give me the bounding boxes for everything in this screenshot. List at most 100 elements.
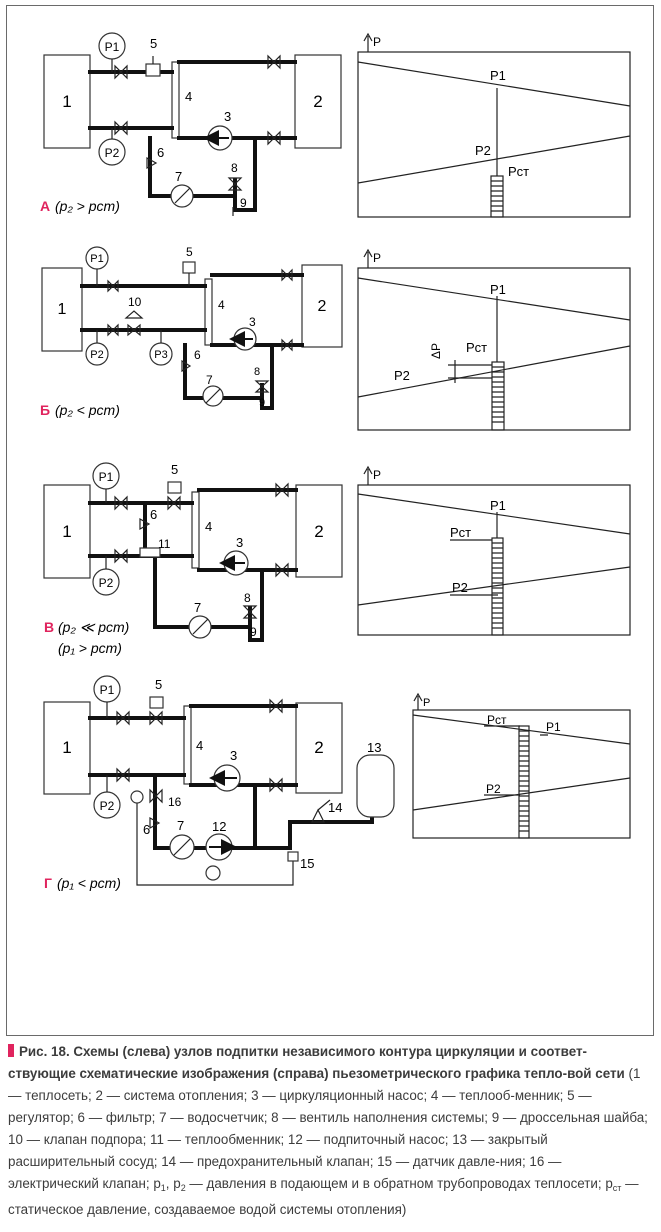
control-line-g [136, 798, 294, 886]
heat-exchanger-label-g: 4 [196, 738, 203, 753]
heat-network-box-v [43, 484, 91, 579]
heat-exchanger-label-b: 4 [218, 298, 225, 312]
heating-system-label: 2 [313, 92, 322, 111]
graph-b-axis [363, 248, 373, 268]
pump-label: 3 [224, 109, 231, 124]
shutoff-valve-icons [114, 54, 281, 146]
graph-a-p1: P1 [490, 68, 506, 83]
fill-valve-label: 8 [231, 161, 238, 175]
filter-label-b: 6 [194, 348, 201, 362]
graph-g-axis [413, 692, 423, 710]
caption-legend-b: , p [165, 1176, 181, 1191]
fill-valve-label-b: 8 [254, 366, 260, 378]
graph-v-static-column [491, 537, 504, 636]
filter-icon [146, 156, 158, 170]
fill-valve-label-v: 8 [244, 591, 251, 605]
regulator-label: 5 [150, 36, 157, 51]
heat-exchanger-11-label: 11 [158, 537, 171, 551]
water-meter-label-g: 7 [177, 818, 184, 833]
graph-a-axis [363, 32, 373, 52]
safety-valve-icon [311, 799, 331, 823]
gauge-p2-b-label: P2 [90, 349, 103, 361]
gauge-p1-v-label: P1 [99, 470, 114, 484]
gauge-p1-label: P1 [105, 40, 120, 54]
graph-v-p2: P2 [452, 580, 468, 595]
graph-v-axis [363, 465, 373, 485]
heating-system-box-v [295, 484, 343, 578]
gauge-p2-label: P2 [105, 146, 120, 160]
scheme-b-condition: (p₂ < pст) [55, 402, 120, 418]
gauge-p2-v-label: P2 [99, 576, 114, 590]
graph-g-p2: P2 [486, 782, 501, 796]
pressure-sensor-label: 15 [300, 856, 314, 871]
filter-icon-v [139, 517, 151, 531]
heating-system-label-v: 2 [314, 522, 323, 541]
pipes-main [88, 60, 297, 140]
heating-system-label-g: 2 [314, 738, 323, 757]
filter-label: 6 [157, 145, 164, 160]
caption-marker-icon [8, 1044, 14, 1057]
expansion-tank [356, 754, 395, 818]
figure-frame [6, 5, 654, 1036]
regulator-label-g: 5 [155, 677, 162, 692]
water-meter-label-b: 7 [206, 373, 213, 387]
electric-valve-label: 16 [168, 795, 182, 809]
pipes-main-g [88, 704, 298, 787]
makeup-pump-label: 12 [212, 819, 226, 834]
orifice-label-v: 9 [250, 625, 257, 639]
shutoff-valve-icons-g [116, 698, 283, 804]
gauge-p2-g-label: P2 [100, 799, 115, 813]
fill-valve-icon-v [242, 605, 258, 619]
regulator-label-b: 5 [186, 245, 193, 259]
scheme-v-letter: В [44, 619, 54, 635]
heat-exchanger-label: 4 [185, 89, 192, 104]
scheme-v-condition: (p₂ ≪ pст) [58, 619, 129, 635]
graph-v-pst: Pст [450, 525, 471, 540]
pump-label-v: 3 [236, 535, 243, 550]
filter-label-v: 6 [150, 507, 157, 522]
gauge-p3-label: P3 [154, 349, 167, 361]
graph-b-static-column [491, 361, 505, 431]
heat-exchanger [171, 61, 180, 139]
heat-exchanger-label-v: 4 [205, 519, 212, 534]
pressure-sensor-icon [130, 790, 144, 804]
graph-a-p2: P2 [475, 143, 491, 158]
pump-motor-icon [205, 865, 221, 881]
scheme-v-condition-2: (p₁ > pст) [58, 640, 122, 656]
shutoff-valve-icons-v [114, 482, 289, 578]
graph-a-pst: Pст [508, 164, 529, 179]
regulator-v [167, 481, 182, 494]
safety-valve-label: 14 [328, 800, 342, 815]
scheme-g-condition: (p₁ < pст) [57, 875, 121, 891]
heating-system-label-b: 2 [318, 298, 327, 315]
pipes-main-b [80, 273, 304, 347]
fill-valve-icon-b [254, 380, 270, 393]
heat-exchanger-g [183, 705, 192, 785]
caption-sub-3: ст [612, 1183, 622, 1193]
heat-network-box [43, 54, 91, 149]
shutoff-valve-icons-b [107, 268, 293, 352]
graph-v-lines [357, 493, 631, 606]
gauge-p1-b-label: P1 [90, 253, 103, 265]
graph-b-p1: P1 [490, 282, 506, 297]
backpressure-valve-label: 10 [128, 295, 142, 309]
caption-lead: Рис. 18. Схемы (слева) узлов подпитки не… [8, 1044, 625, 1081]
heat-network-label: 1 [62, 92, 71, 111]
backpressure-valve-icon [127, 323, 141, 337]
expansion-tank-label: 13 [367, 740, 381, 755]
heating-system-box-g [295, 702, 343, 794]
regulator-label-v: 5 [171, 462, 178, 477]
orifice-label-b: 9 [259, 397, 265, 409]
fill-valve-icon [227, 177, 243, 191]
graph-a-lines [357, 61, 631, 184]
heat-network-box-g [43, 701, 91, 795]
heating-system-box [294, 54, 342, 149]
graph-a-axis-label: P [373, 35, 381, 49]
filter-icon-g [149, 816, 161, 830]
filter-label-g: 6 [143, 822, 150, 837]
graph-g-pst: Pст [487, 713, 507, 727]
scheme-v: 1 2 4 11 5 P1 P2 6 3 7 8 9 В (p₂ ≪ pст) … [43, 462, 631, 656]
graph-b-p2: P2 [394, 368, 410, 383]
scheme-a-letter: А [40, 198, 50, 214]
scheme-g-letter: Г [44, 875, 52, 891]
